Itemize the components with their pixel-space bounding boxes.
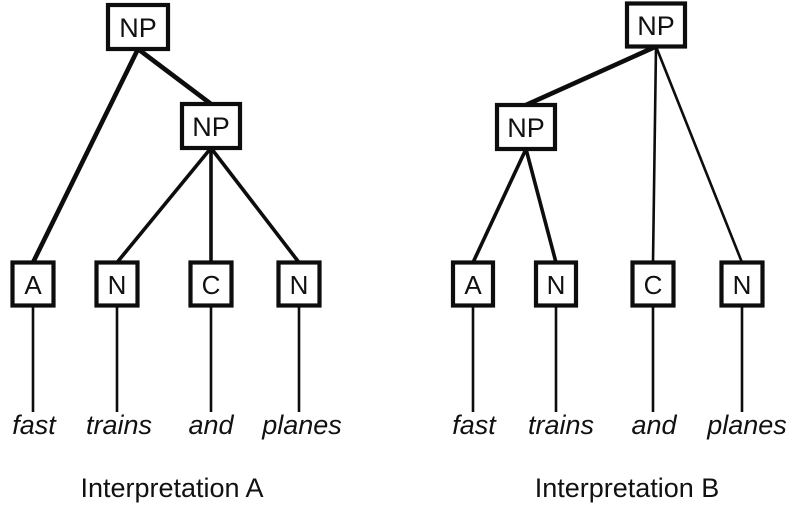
tree-edge-root-to-pos_n2	[654, 46, 744, 263]
tree-edge-root-to-pos_a	[30, 47, 141, 264]
tree-node-np-np2: NP	[179, 101, 243, 151]
tree-edge-np2-to-pos_n1	[524, 148, 558, 263]
node-box	[276, 260, 322, 308]
node-label: A	[464, 270, 482, 300]
caption-interpretation-a: Interpretation A	[80, 473, 263, 503]
tree-edge-np2-to-pos_a	[471, 148, 528, 264]
node-box	[179, 101, 243, 151]
node-label: N	[290, 270, 309, 300]
node-label: C	[202, 270, 221, 300]
tree-node-c-pos_c: C	[630, 260, 676, 308]
terminal-word-interpretation-b-2: and	[631, 410, 677, 440]
node-box	[624, 1, 688, 49]
tree-nodes-layer: NP NP A N C N NP NP A N C N	[10, 1, 765, 308]
tree-node-a-pos_a: A	[10, 260, 56, 308]
terminal-word-interpretation-b-1: trains	[528, 410, 594, 440]
node-label: NP	[637, 11, 675, 41]
node-box	[630, 260, 676, 308]
captions-layer: Interpretation A Interpretation B	[80, 473, 719, 503]
terminal-word-interpretation-b-3: planes	[706, 410, 787, 440]
terminal-word-interpretation-a-0: fast	[12, 410, 57, 440]
node-label: C	[644, 270, 663, 300]
node-box	[494, 102, 558, 152]
terminal-word-interpretation-b-0: fast	[452, 410, 497, 440]
terminal-words-layer: fast trains and planes fast trains and planes	[12, 410, 787, 440]
node-label: NP	[119, 13, 157, 43]
terminal-word-interpretation-a-2: and	[188, 410, 234, 440]
tree-edge-root-to-np2	[136, 47, 213, 106]
node-box	[719, 260, 765, 308]
caption-interpretation-b: Interpretation B	[535, 473, 720, 503]
node-box	[105, 2, 171, 52]
tree-edge-root-to-pos_c	[651, 46, 658, 263]
tree-node-n-pos_n2: N	[276, 260, 322, 308]
leaf-stems-layer	[31, 306, 744, 412]
tree-edge-np2-to-pos_n1	[115, 146, 213, 264]
node-label: A	[24, 270, 42, 300]
node-box	[450, 260, 496, 308]
tree-node-np-root: NP	[624, 1, 688, 49]
node-label: NP	[192, 112, 230, 142]
node-label: NP	[507, 113, 545, 143]
tree-node-n-pos_n1: N	[533, 260, 579, 308]
tree-node-a-pos_a: A	[450, 260, 496, 308]
terminal-word-interpretation-a-3: planes	[261, 410, 342, 440]
node-label: N	[547, 270, 566, 300]
node-box	[94, 260, 140, 308]
node-label: N	[733, 270, 752, 300]
node-box	[188, 260, 234, 308]
tree-edge-root-to-np2	[525, 44, 657, 108]
node-box	[10, 260, 56, 308]
tree-node-np-root: NP	[105, 2, 171, 52]
node-box	[533, 260, 579, 308]
tree-node-c-pos_c: C	[188, 260, 234, 308]
terminal-word-interpretation-a-1: trains	[86, 410, 152, 440]
tree-node-np-np2: NP	[494, 102, 558, 152]
tree-edge-np2-to-pos_n2	[209, 146, 301, 264]
tree-node-n-pos_n1: N	[94, 260, 140, 308]
node-label: N	[108, 270, 127, 300]
tree-node-n-pos_n2: N	[719, 260, 765, 308]
tree-edges-layer	[30, 44, 744, 264]
